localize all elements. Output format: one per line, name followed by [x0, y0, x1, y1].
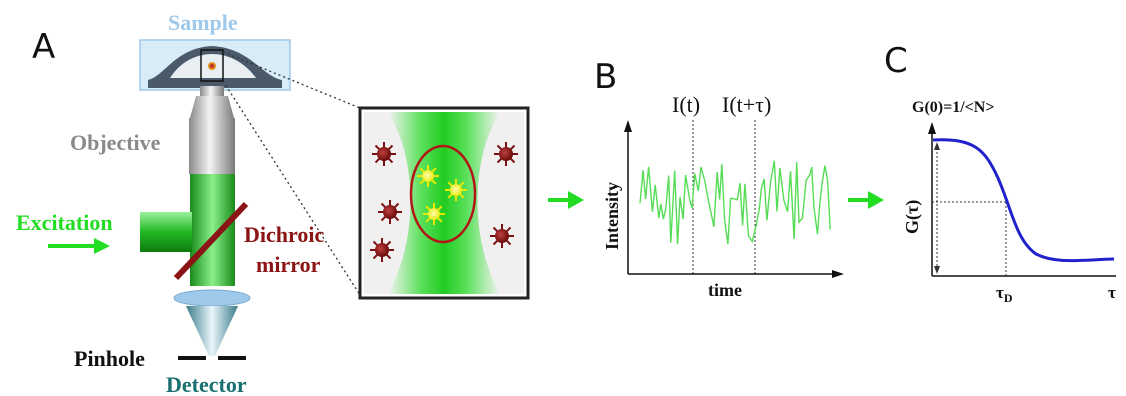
emission-beam [190, 174, 235, 286]
taud-tau: τ [996, 283, 1004, 302]
focusing-cone [186, 306, 238, 356]
excitation-beam [140, 212, 192, 252]
intensity-axis-label: Intensity [602, 182, 622, 250]
t-label: I(t) [672, 92, 700, 117]
fluorophore-icon [417, 165, 439, 187]
panel-letter-a: A [32, 27, 55, 67]
dichroic-label-line1: Dichroic [244, 222, 324, 247]
fluorophore-icon [370, 238, 394, 262]
sample-zoom-box [200, 49, 224, 82]
fluorophore-group [370, 142, 518, 262]
arrow-right-icon [48, 238, 110, 254]
objective-label: Objective [70, 130, 161, 155]
t-tau-label: I(t+τ) [722, 92, 771, 117]
arrow-right-icon [548, 191, 584, 209]
observation-volume [409, 144, 477, 244]
dichroic-label-line2: mirror [256, 252, 321, 277]
fluorophore-icon [423, 203, 445, 225]
pinhole-label: Pinhole [74, 346, 145, 371]
fluorophore-icon [490, 224, 514, 248]
excitation-label: Excitation [16, 210, 113, 235]
sample-holder [139, 39, 291, 91]
panel-b: B I(t) I(t+τ) Intensity time [594, 57, 844, 300]
taud-label: τD [996, 283, 1013, 305]
sample-label: Sample [168, 10, 238, 35]
zoom-line-bottom [222, 80, 361, 296]
intensity-trace [639, 160, 831, 245]
fluorophore-icon [372, 142, 396, 166]
panel-letter-b: B [594, 57, 617, 97]
arrow-right-icon [848, 191, 884, 209]
tau-axis-end-label: τ [1108, 283, 1116, 302]
fluorophore-icon [494, 142, 518, 166]
autocorrelation-curve [932, 138, 1115, 263]
fluorophore-icon [378, 200, 402, 224]
lens-icon [173, 289, 251, 307]
panel-c: C G(0)=1/<N> G(τ) τD τ [884, 41, 1116, 305]
panel-a: A Sample Objective [16, 10, 361, 396]
laser-focus [388, 112, 500, 294]
detector-label: Detector [166, 372, 247, 396]
taud-sub: D [1004, 291, 1013, 305]
g0-label: G(0)=1/<N> [912, 99, 994, 116]
objective [189, 86, 235, 174]
focal-volume-inset [358, 106, 530, 300]
dichroic-mirror [173, 201, 249, 281]
g-tau-axis-label: G(τ) [902, 200, 923, 234]
panel-letter-c: C [884, 41, 908, 81]
fluorophore-icon [445, 179, 467, 201]
time-axis-label: time [708, 280, 742, 300]
